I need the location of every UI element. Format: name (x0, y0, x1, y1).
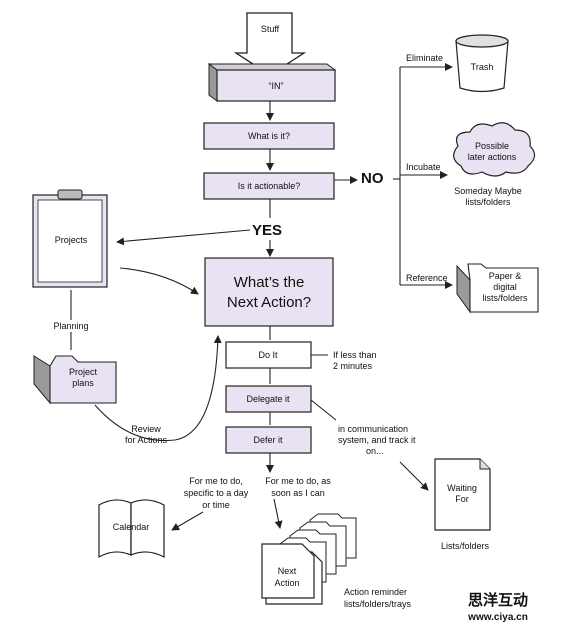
calendar-book-icon: Calendar (98, 499, 165, 559)
lists-folders-label: Lists/folders (441, 541, 490, 551)
no-label: NO (361, 170, 384, 187)
do-it-box (225, 341, 312, 369)
next-action-box (204, 257, 334, 327)
project-plans-label-1: Project (69, 367, 98, 377)
what-is-it-label: What is it? (248, 131, 290, 141)
waiting-for-doc-icon: Waiting For (434, 458, 491, 531)
eliminate-label: Eliminate (406, 53, 443, 63)
review-label-2: for Actions (125, 435, 168, 445)
waiting-label-2: For (455, 494, 469, 504)
comm-label-3: on... (366, 446, 384, 456)
reference-label: Reference (406, 273, 448, 283)
next-action-label-2: Next Action? (227, 294, 311, 311)
paper-label-1: Paper & (489, 271, 522, 281)
comm-label-2: system, and track it (338, 435, 416, 445)
reminder-label-2: lists/folders/trays (344, 599, 412, 609)
next-action-folder-stack-icon: Next Action (261, 513, 357, 605)
yes-label: YES (252, 222, 282, 239)
comm-label-1: in communication (338, 424, 408, 434)
possible-label-2: later actions (468, 152, 517, 162)
possible-label-1: Possible (475, 141, 509, 151)
watermark-url: www.ciya.cn (467, 612, 528, 623)
planning-label: Planning (53, 321, 88, 331)
for-me-day-label-2: specific to a day (184, 488, 249, 498)
trash-label: Trash (471, 62, 494, 72)
projects-label: Projects (55, 235, 88, 245)
projects-clipboard: Projects (32, 189, 108, 288)
next-action-stack-label-1: Next (278, 566, 297, 576)
next-action-stack-label-2: Action (274, 578, 299, 588)
in-label: “IN” (269, 81, 284, 91)
cloud-icon: Possible later actions (453, 122, 536, 177)
less-than-label-1: If less than (333, 350, 377, 360)
defer-it-label: Defer it (253, 435, 283, 445)
actionable-box (203, 172, 335, 200)
someday-label-2: lists/folders (465, 197, 511, 207)
for-me-day-label-3: or time (202, 500, 230, 510)
for-me-soon-label-2: soon as I can (271, 488, 325, 498)
next-action-label-1: What’s the (234, 274, 305, 291)
someday-label-1: Someday Maybe (454, 186, 522, 196)
watermark-cn: 思洋互动 (468, 591, 528, 609)
waiting-label-1: Waiting (447, 483, 477, 493)
reference-folder-icon: Paper & digital lists/folders (456, 263, 539, 314)
less-than-label-2: 2 minutes (333, 361, 373, 371)
do-it-label: Do It (258, 350, 278, 360)
for-me-soon-label-1: For me to do, as (265, 476, 331, 486)
paper-label-2: digital (493, 282, 517, 292)
defer-it-box (225, 426, 312, 454)
stuff-label: Stuff (261, 24, 280, 34)
for-me-day-label-1: For me to do, (189, 476, 243, 486)
calendar-label: Calendar (113, 522, 150, 532)
project-plans-folder-icon: Project plans (33, 355, 117, 405)
paper-label-3: lists/folders (482, 293, 528, 303)
delegate-it-label: Delegate it (246, 394, 290, 404)
project-plans-label-2: plans (72, 378, 94, 388)
reminder-label-1: Action reminder (344, 587, 407, 597)
actionable-label: Is it actionable? (238, 181, 301, 191)
delegate-it-box (225, 385, 312, 413)
trash-icon: Trash (455, 34, 509, 93)
incubate-label: Incubate (406, 162, 441, 172)
in-tray: “IN” (207, 63, 337, 102)
review-label-1: Review (131, 424, 161, 434)
what-is-it-box (203, 122, 335, 150)
